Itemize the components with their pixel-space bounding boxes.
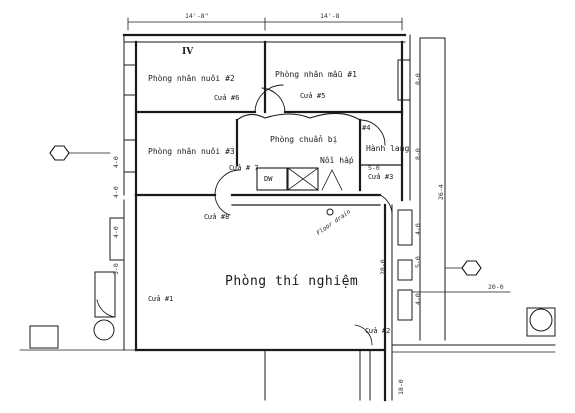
door-8-label: Cửa #8 — [204, 213, 230, 221]
dim-left-3: 4-0 — [112, 226, 120, 238]
autoclave-label: Nồi hấp — [320, 156, 354, 165]
dim-left-4: 3-0 — [112, 263, 120, 275]
dim-left-1: 4-0 — [112, 156, 120, 168]
floor-drain-icon — [326, 208, 334, 216]
door-2-label: Cửa #2 — [365, 327, 391, 335]
dim-lab-right: 28-0 — [379, 259, 387, 275]
left-equipment — [29, 325, 59, 349]
dim-right-2: 8-0 — [414, 148, 422, 160]
dim-right-6: 4-0 — [414, 293, 422, 305]
dim-20: 20-0 — [488, 283, 504, 291]
lab-title: Phòng thí nghiệm — [225, 274, 359, 289]
room-number-roman: IV — [182, 47, 194, 57]
door-4-label: #4 — [362, 124, 371, 132]
dishwasher — [256, 167, 288, 191]
door-swing-6 — [254, 84, 284, 113]
room-2-label: Phòng nhân nuôi #2 — [148, 74, 235, 83]
room-3-label: Phòng nhân nuôi #3 — [148, 147, 235, 156]
room-1-label: Phòng nhân mẫu #1 — [275, 70, 357, 79]
dim-hall: 5-0 — [368, 164, 380, 172]
right-circle-fixture — [529, 308, 553, 332]
dim-right-5: 5-0 — [414, 256, 422, 268]
dim-right-4: 4-0 — [414, 223, 422, 235]
door-7-label: Cửa # 7 — [229, 164, 259, 172]
hex-marker-left — [49, 145, 70, 161]
dishwasher-label: DW — [264, 175, 273, 183]
door-1-label: Cửa #1 — [148, 295, 174, 303]
hall-label: Hành lang — [366, 144, 410, 153]
door-5-label: Cửa #5 — [300, 92, 326, 100]
door-6-label: Cửa #6 — [214, 94, 240, 102]
dim-top-left: 14'-8" — [185, 12, 209, 20]
door-swing-7 — [214, 169, 241, 196]
dim-bottom: 18-0 — [397, 379, 405, 395]
door-3-label: Cửa #3 — [368, 173, 394, 181]
dim-right-3: 26-4 — [437, 184, 445, 200]
prep-room-label: Phòng chuẩn bị — [270, 135, 338, 144]
left-circle-fixture — [93, 319, 115, 341]
door-swing-8 — [214, 194, 231, 216]
dim-top-right: 14'-8 — [320, 12, 340, 20]
dim-right-1: 8-0 — [414, 73, 422, 85]
hex-marker-right — [461, 260, 482, 276]
dim-left-2: 4-0 — [112, 186, 120, 198]
